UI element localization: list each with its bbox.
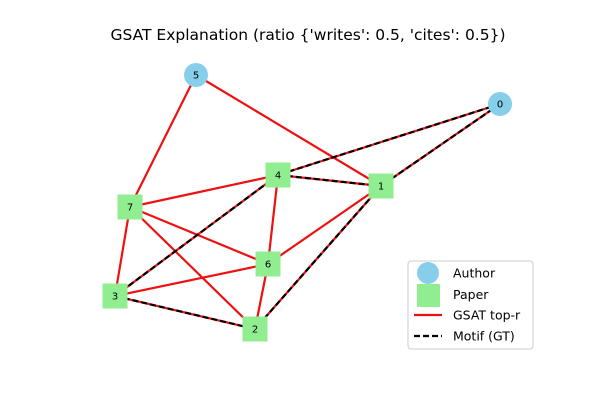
paper-node-marker bbox=[368, 173, 394, 199]
gsat-edge bbox=[113, 206, 132, 297]
legend-gsat-label: GSAT top-r bbox=[453, 308, 521, 323]
edge-4-1 bbox=[277, 173, 382, 188]
motif-edge bbox=[254, 185, 382, 330]
edge-0-1 bbox=[380, 103, 501, 187]
legend-author-marker bbox=[417, 262, 439, 284]
motif-edge bbox=[380, 103, 501, 187]
paper-node-marker bbox=[117, 194, 143, 220]
node-label: 5 bbox=[193, 71, 199, 82]
nodes-layer: 0 1 2 3 4 5 6 7 bbox=[102, 63, 512, 342]
node-label: 0 bbox=[497, 100, 503, 111]
edge-1-6 bbox=[267, 185, 382, 265]
author-node-marker bbox=[184, 63, 208, 87]
edge-4-3 bbox=[114, 174, 279, 297]
edge-0-4 bbox=[277, 102, 501, 177]
author-node-marker bbox=[488, 92, 512, 116]
gsat-edge bbox=[195, 74, 382, 187]
legend-paper-label: Paper bbox=[453, 287, 489, 302]
motif-edge bbox=[277, 173, 382, 188]
motif-edge bbox=[114, 294, 256, 331]
gsat-edge bbox=[129, 173, 279, 209]
gsat-edge bbox=[267, 185, 382, 265]
legend-author-label: Author bbox=[453, 266, 496, 281]
gsat-edge bbox=[129, 205, 269, 266]
gsat-edge bbox=[129, 206, 256, 330]
edge-7-4 bbox=[129, 173, 279, 209]
gsat-edge bbox=[129, 74, 197, 208]
paper-node-marker bbox=[255, 251, 281, 277]
gsat-edge bbox=[266, 174, 280, 265]
node-4: 4 bbox=[265, 162, 291, 188]
edge-1-2 bbox=[254, 185, 382, 330]
edge-7-2 bbox=[129, 206, 256, 330]
node-5: 5 bbox=[184, 63, 208, 87]
paper-node-marker bbox=[102, 283, 128, 309]
edge-5-1 bbox=[195, 74, 382, 187]
edge-4-6 bbox=[266, 174, 280, 265]
node-label: 6 bbox=[265, 260, 271, 271]
node-0: 0 bbox=[488, 92, 512, 116]
edge-7-6 bbox=[129, 205, 269, 266]
node-1: 1 bbox=[368, 173, 394, 199]
legend: Author Paper GSAT top-r Motif (GT) bbox=[407, 260, 534, 350]
legend-paper-marker bbox=[417, 284, 440, 307]
gsat-edge bbox=[114, 262, 269, 298]
node-label: 2 bbox=[252, 325, 258, 336]
node-3: 3 bbox=[102, 283, 128, 309]
paper-node-marker bbox=[265, 162, 291, 188]
edge-5-7 bbox=[129, 74, 197, 208]
motif-edge bbox=[277, 102, 501, 177]
edge-7-3 bbox=[113, 206, 132, 297]
edge-3-6 bbox=[114, 262, 269, 298]
motif-edge bbox=[114, 174, 279, 297]
node-label: 1 bbox=[378, 182, 384, 193]
edges-layer bbox=[113, 74, 501, 331]
node-label: 4 bbox=[275, 171, 281, 182]
node-2: 2 bbox=[242, 316, 268, 342]
node-label: 7 bbox=[127, 203, 133, 214]
edge-3-2 bbox=[114, 294, 256, 331]
node-7: 7 bbox=[117, 194, 143, 220]
figure-title: GSAT Explanation (ratio {'writes': 0.5, … bbox=[110, 26, 505, 44]
node-label: 3 bbox=[112, 292, 118, 303]
legend-frame bbox=[407, 260, 534, 350]
paper-node-marker bbox=[242, 316, 268, 342]
legend-motif-label: Motif (GT) bbox=[453, 329, 515, 344]
node-6: 6 bbox=[255, 251, 281, 277]
